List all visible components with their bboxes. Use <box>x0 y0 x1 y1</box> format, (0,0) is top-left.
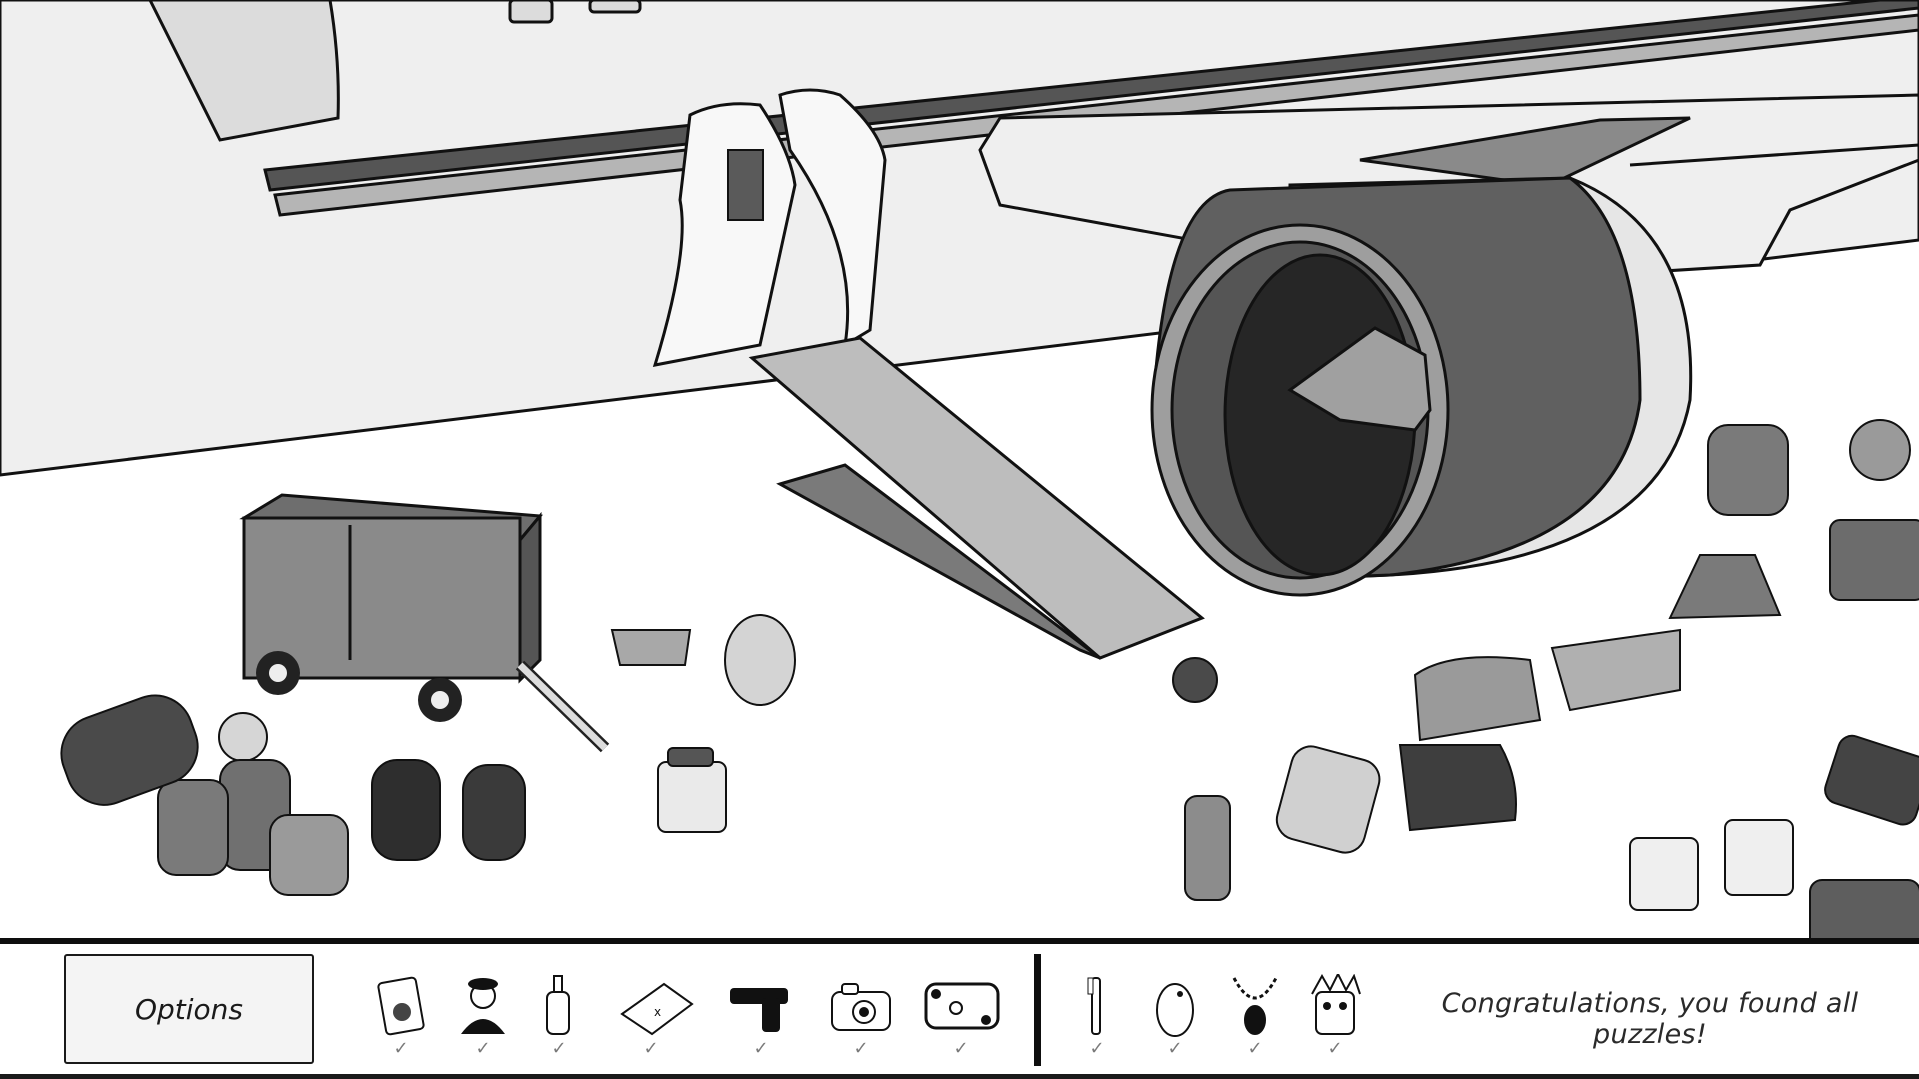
suitcase <box>157 779 229 876</box>
ramp-top <box>748 336 1205 660</box>
teapot <box>1849 419 1911 481</box>
pilot-icon <box>461 978 505 1034</box>
pet-carrier-dark <box>1398 744 1517 832</box>
handbag-triangle <box>1668 554 1782 620</box>
thermos <box>1184 795 1231 901</box>
found-item-passport[interactable]: ✓ <box>364 974 438 1058</box>
tiki-mask-icon <box>1311 974 1361 1035</box>
backpack <box>371 759 441 861</box>
suitcase-right <box>1829 519 1919 601</box>
found-item-hippie-van[interactable]: ✓ <box>916 974 1006 1058</box>
airplane-door <box>148 0 340 142</box>
checkmark-icon: ✓ <box>475 1038 491 1059</box>
game-scene[interactable] <box>0 0 1919 938</box>
backpack <box>462 764 526 861</box>
checkmark-icon: ✓ <box>643 1038 659 1059</box>
found-item-tiki-mask[interactable]: ✓ <box>1298 974 1372 1058</box>
options-button[interactable]: Options <box>64 954 314 1064</box>
found-item-owl[interactable]: ✓ <box>1138 974 1212 1058</box>
pet-carrier-light <box>1413 656 1542 742</box>
small-window <box>588 0 642 14</box>
scene-illustration[interactable] <box>0 0 1919 938</box>
owl-icon <box>1156 983 1194 1037</box>
toothbrush-icon <box>1087 977 1101 1035</box>
camera-icon <box>831 983 891 1031</box>
gear-door-right <box>778 88 887 348</box>
hud-top-border <box>0 938 1919 944</box>
jar <box>1724 819 1794 896</box>
jar <box>657 761 727 833</box>
checkmark-icon: ✓ <box>393 1038 409 1059</box>
hippie-van-icon <box>924 982 1000 1030</box>
checkmark-icon: ✓ <box>1089 1038 1105 1059</box>
checkmark-icon: ✓ <box>753 1038 769 1059</box>
baggage-cart-side <box>518 511 542 684</box>
luggage-handler-head <box>218 712 268 762</box>
checkmark-icon: ✓ <box>1327 1038 1343 1059</box>
checkmark-icon: ✓ <box>853 1038 869 1059</box>
ramp-bottom <box>776 463 1101 660</box>
luggage-roller <box>1824 734 1919 826</box>
checkmark-icon: ✓ <box>1247 1038 1263 1059</box>
item-group-divider <box>1034 954 1041 1066</box>
suitcase <box>269 814 349 896</box>
hidden-object-bar: Options ✓ ✓ ✓ x ✓ ✓ ✓ ✓ ✓ ✓ ✓ <box>0 944 1919 1074</box>
treasure-map-icon: x <box>620 982 694 1036</box>
necklace-icon <box>1232 977 1278 1035</box>
found-item-toothbrush[interactable]: ✓ <box>1060 974 1134 1058</box>
jar <box>1629 837 1699 911</box>
found-item-pilot[interactable]: ✓ <box>446 974 520 1058</box>
found-item-treasure-map[interactable]: x ✓ <box>614 974 694 1059</box>
engine-spinner <box>1287 326 1432 432</box>
found-item-necklace[interactable]: ✓ <box>1218 974 1292 1058</box>
fuselage-stripe-dark <box>263 0 1919 192</box>
pistol-icon <box>730 988 788 1032</box>
gear-latch <box>727 149 764 221</box>
baggage-cart <box>242 516 522 680</box>
found-item-bottle[interactable]: ✓ <box>522 974 596 1058</box>
bottle-crate <box>1550 628 1681 712</box>
hud-bottom-border <box>0 1074 1919 1079</box>
dotted-bag <box>1707 424 1789 516</box>
suitcase-bottom-right <box>1809 879 1919 938</box>
checkmark-icon: ✓ <box>953 1038 969 1059</box>
checkmark-icon: ✓ <box>551 1038 567 1059</box>
found-item-camera[interactable]: ✓ <box>824 974 898 1058</box>
passport-icon <box>377 976 425 1036</box>
duffel-bag <box>60 694 199 806</box>
svg-text:x: x <box>654 1005 661 1019</box>
found-item-pistol[interactable]: ✓ <box>724 974 798 1058</box>
completion-message: Congratulations, you found all puzzles! <box>1441 988 1859 1050</box>
checkmark-icon: ✓ <box>1167 1038 1183 1059</box>
bottle-icon <box>546 975 570 1035</box>
handbag <box>610 629 692 666</box>
pet-carrier <box>1275 745 1381 854</box>
tiki-mask[interactable] <box>1172 657 1218 703</box>
small-window <box>508 0 554 24</box>
sack <box>724 614 796 706</box>
